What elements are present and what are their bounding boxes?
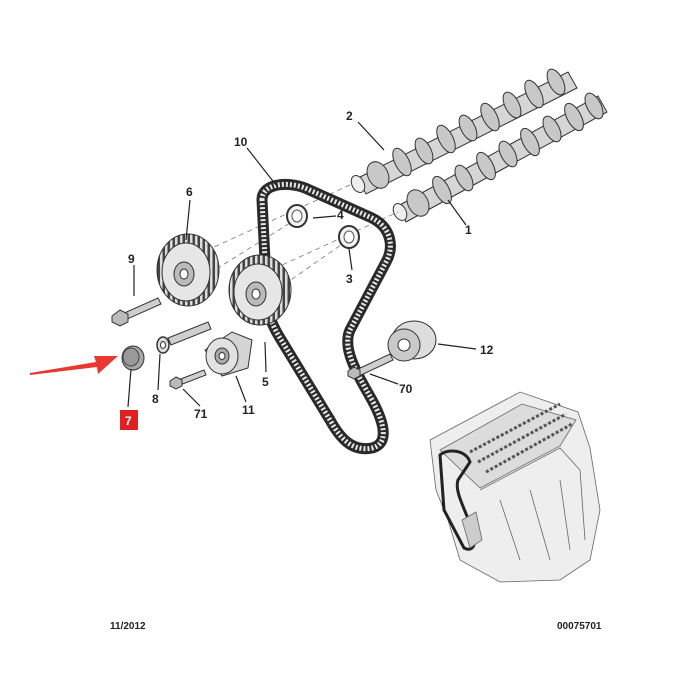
label-part-71: 71 <box>194 407 208 421</box>
seal-ring-4 <box>286 204 360 249</box>
footer-reference: 00075701 <box>557 621 602 632</box>
label-part-6: 6 <box>186 185 193 199</box>
label-part-9: 9 <box>128 252 135 266</box>
bolt-70 <box>347 353 394 380</box>
camshaft-lower <box>392 92 608 223</box>
camshaft-upper <box>350 68 578 195</box>
leader-lines <box>127 121 477 408</box>
alignment-lines <box>185 183 399 301</box>
label-part-3: 3 <box>346 272 353 286</box>
label-part-4: 4 <box>337 208 344 222</box>
sprocket-5 <box>228 254 292 326</box>
label-part-5: 5 <box>262 375 269 389</box>
engine-thumbnail <box>429 391 601 583</box>
red-arrow <box>30 356 118 375</box>
bolt-71 <box>169 369 207 390</box>
label-part-8: 8 <box>152 392 159 406</box>
label-part-70: 70 <box>399 382 413 396</box>
plug-7 <box>121 345 145 371</box>
tensioner-11 <box>204 331 253 377</box>
label-part-10: 10 <box>234 135 248 149</box>
washer-8 <box>156 336 170 354</box>
footer-date: 11/2012 <box>110 621 146 632</box>
highlight-box-7 <box>120 410 138 430</box>
label-part-11: 11 <box>242 403 255 417</box>
label-part-12: 12 <box>480 343 494 357</box>
idler-pulley-12 <box>387 320 437 362</box>
label-part-1: 1 <box>465 223 472 237</box>
timing-belt <box>256 178 396 455</box>
sprocket-6 <box>156 233 220 307</box>
bolt-9 <box>111 297 162 327</box>
label-part-7: 7 <box>125 414 132 428</box>
bolt-sprocket-5 <box>167 321 212 346</box>
label-part-2: 2 <box>346 109 353 123</box>
